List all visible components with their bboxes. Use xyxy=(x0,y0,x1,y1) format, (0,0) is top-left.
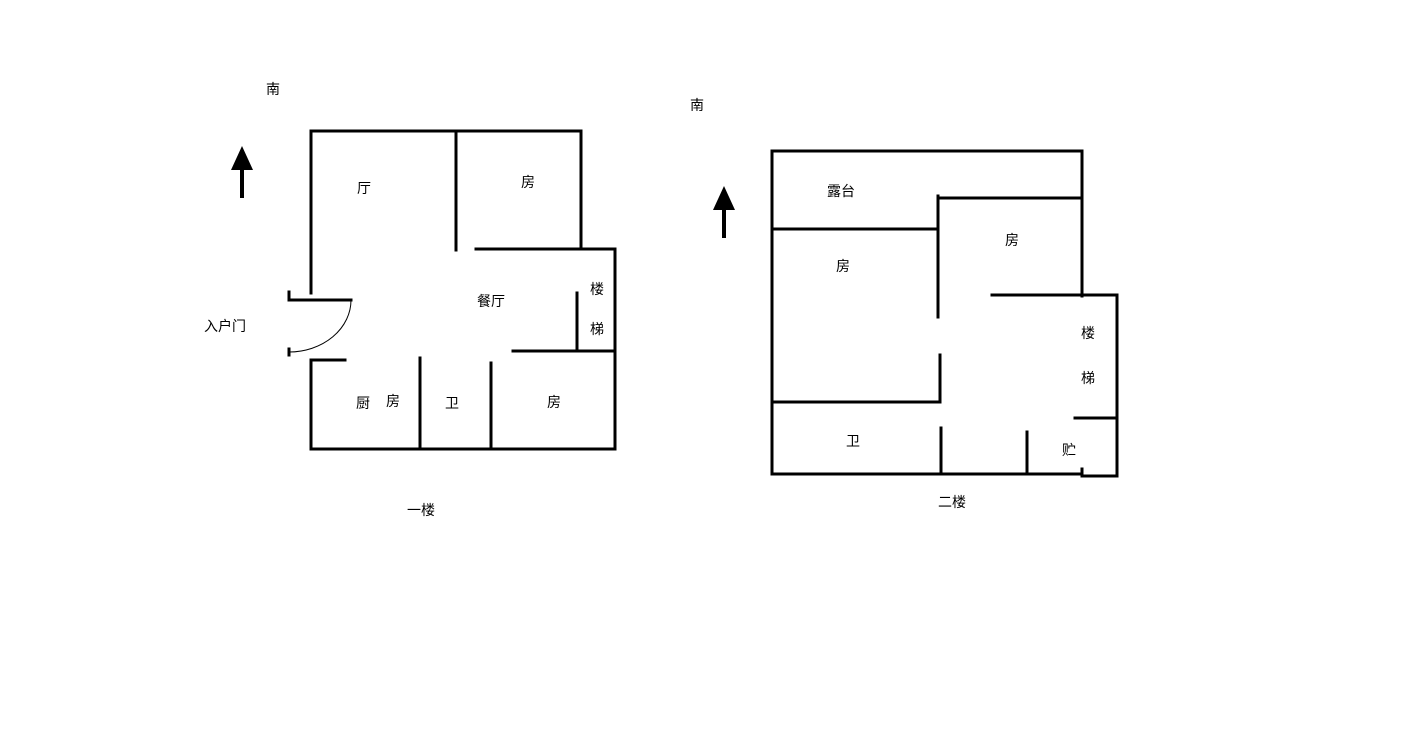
floor1-walls xyxy=(287,129,617,451)
floor1-plan: 南 xyxy=(204,82,617,519)
floor1-room-kitchen-2: 房 xyxy=(386,394,400,410)
floor1-room-stair-2: 梯 xyxy=(590,322,604,338)
floor1-entrance-label: 入户门 xyxy=(204,318,246,335)
floor1-room-bathroom: 卫 xyxy=(445,396,459,412)
floor2-arrow-icon xyxy=(713,186,735,238)
floor1-room-dining: 餐厅 xyxy=(477,294,505,310)
floor2-compass-label: 南 xyxy=(690,98,704,114)
floor1-title: 一楼 xyxy=(407,503,435,519)
floor1-compass: 南 xyxy=(231,82,280,198)
floor2-room-bathroom: 卫 xyxy=(846,434,860,450)
floor1-room-bedroom-top: 房 xyxy=(521,175,535,191)
floor1-room-stair-1: 楼 xyxy=(590,282,604,298)
floor2-title: 二楼 xyxy=(938,495,966,511)
floor1-room-bedroom-bottom: 房 xyxy=(547,395,561,411)
floor2-room-storage: 贮 xyxy=(1062,443,1076,459)
floor1-arrow-icon xyxy=(231,146,253,198)
floor2-plan: 南 xyxy=(690,98,1119,511)
floor1-entrance-door-swing xyxy=(288,299,352,353)
floor2-compass: 南 xyxy=(690,98,735,238)
floor2-room-stair-1: 楼 xyxy=(1081,326,1095,342)
floor1-room-living: 厅 xyxy=(357,181,371,197)
floor2-room-stair-2: 梯 xyxy=(1081,371,1095,387)
floor2-walls xyxy=(770,149,1119,478)
floor2-room-terrace: 露台 xyxy=(827,184,855,200)
floor2-room-bedroom-left: 房 xyxy=(836,259,850,275)
floor1-compass-label: 南 xyxy=(266,82,280,98)
floor2-room-bedroom-right: 房 xyxy=(1005,233,1019,249)
floor1-room-kitchen-1: 厨 xyxy=(356,396,370,412)
